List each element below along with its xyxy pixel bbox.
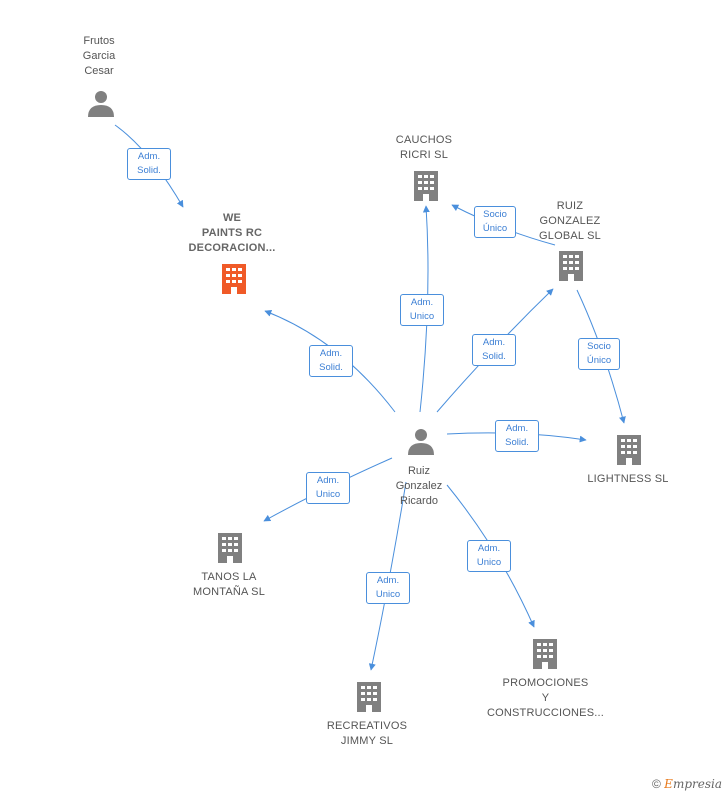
- node-label-ruiz-global[interactable]: RUIZ GONZALEZ GLOBAL SL: [539, 200, 601, 242]
- node-label-lightness[interactable]: LIGHTNESS SL: [587, 473, 669, 485]
- building-icon: [218, 533, 242, 563]
- edge-label-ricardo-we: Adm. Solid.: [309, 345, 353, 377]
- edge-label-global-lightness: Socio Único: [578, 338, 620, 370]
- person-icon: [408, 429, 434, 455]
- edge-label-global-cauchos: Socio Único: [474, 206, 516, 238]
- edge-label-ricardo-promociones: Adm. Unico: [467, 540, 511, 572]
- node-label-ruiz-ricardo[interactable]: Ruiz Gonzalez Ricardo: [395, 465, 443, 507]
- edge-label-ricardo-lightness: Adm. Solid.: [495, 420, 539, 452]
- building-icon-highlight: [222, 264, 246, 294]
- edge-label-ricardo-recreativos: Adm. Unico: [366, 572, 410, 604]
- building-icon: [559, 251, 583, 281]
- node-label-frutos[interactable]: Frutos Garcia Cesar: [82, 35, 116, 77]
- building-icon: [617, 435, 641, 465]
- copyright-symbol: ©: [651, 777, 661, 791]
- building-icon: [533, 639, 557, 669]
- building-icon: [414, 171, 438, 201]
- brand-initial: E: [664, 777, 673, 791]
- brand-name: mpresia: [672, 777, 722, 791]
- edge-label-ricardo-tanos: Adm. Unico: [306, 472, 350, 504]
- node-label-promociones[interactable]: PROMOCIONES Y CONSTRUCCIONES...: [486, 677, 605, 719]
- footer-brand: © Empresia: [652, 777, 722, 791]
- node-label-cauchos[interactable]: CAUCHOS RICRI SL: [395, 134, 453, 161]
- node-label-tanos[interactable]: TANOS LA MONTAÑA SL: [192, 571, 266, 598]
- node-label-we-paints[interactable]: WE PAINTS RC DECORACION...: [188, 212, 276, 254]
- building-icon: [357, 682, 381, 712]
- edge-label-ricardo-cauchos: Adm. Unico: [400, 294, 444, 326]
- node-label-recreativos[interactable]: RECREATIVOS JIMMY SL: [326, 720, 408, 747]
- edge-label-frutos-we: Adm. Solid.: [127, 148, 171, 180]
- edge-label-ricardo-global: Adm. Solid.: [472, 334, 516, 366]
- person-icon: [88, 91, 114, 117]
